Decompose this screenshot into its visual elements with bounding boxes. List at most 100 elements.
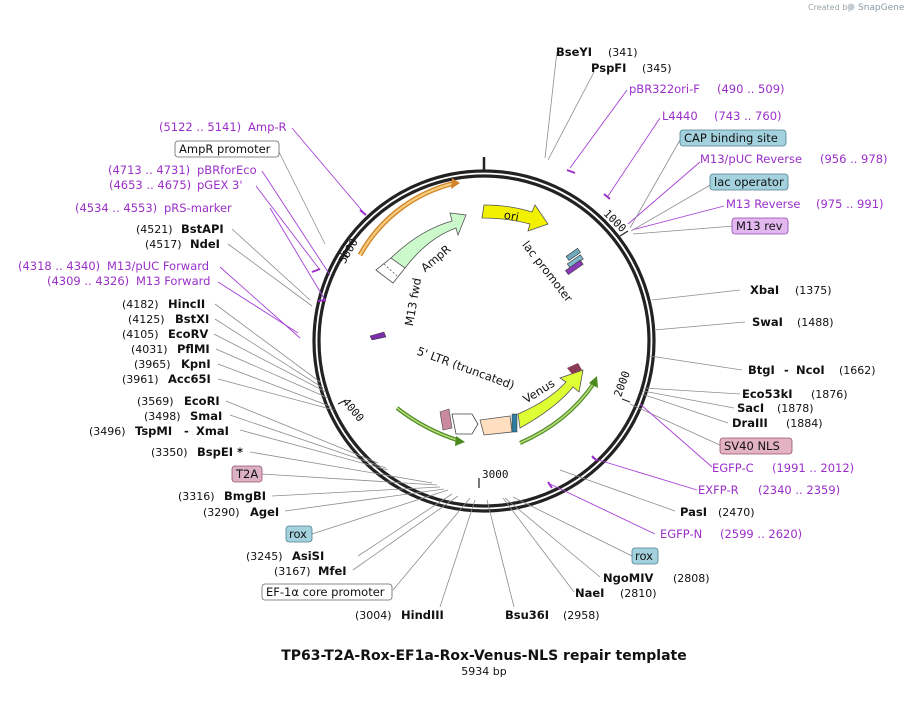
primer-pbr322ori-range: (490 .. 509) [717,82,785,96]
site-hindiii: HindIII [401,608,444,622]
site-btgi-pos: (1662) [839,364,876,377]
leader-cap [629,139,681,229]
box-sv40-label: SV40 NLS [724,439,780,453]
box-cap [679,129,787,147]
site-tspmi: TspMI [135,424,172,438]
leader-exfp-r [591,457,698,491]
map-length: 5934 bp [461,665,506,678]
primer-amp-r-range: (5122 .. 5141) [159,120,241,134]
leader-bstxi [214,318,324,389]
primer-mark-pbr322ori [566,169,576,174]
box-ef1a-label: EF-1α core promoter [266,585,385,599]
site-pspfi-pos: (345) [642,62,672,75]
tick-label-4000: 4000 [340,396,367,425]
site-ngomiv: NgoMIV [603,571,653,585]
tick-2000 [621,398,631,403]
leader-draiii [641,393,729,424]
primer-amp-r: Amp-R [248,120,287,134]
box-t2a-label: T2A [235,467,258,481]
primer-m13-forward: M13 Forward [136,274,210,288]
site-acc65i-pos: (3961) [122,373,159,386]
leader-pspfi [547,71,595,161]
tick-4000 [337,399,347,405]
site-agei-pos: (3290) [203,506,240,519]
leader-pflmi [215,348,329,399]
leader-pasi [559,469,676,512]
site-mfei: MfeI [318,564,347,578]
site-agei: AgeI [250,505,279,519]
ampr-promoter-divider [383,263,398,277]
leader-pgex3 [255,185,321,271]
site-bmgbi: BmgBI [224,489,266,503]
box-ampr-promoter-label: AmpR promoter [179,142,271,156]
site-bseyi-pos: (341) [608,46,638,59]
box-ef1a [261,583,393,601]
site-ngomiv-pos: (2808) [673,572,710,585]
snapgene-logo-icon [847,3,855,11]
primer-mark-l4440 [603,193,611,200]
leader-prs-marker [269,207,326,301]
green-arc-right-inner [519,382,595,444]
green-arc-left-arrowhead [455,436,465,446]
ori-label: ori [503,208,520,224]
site-bstxi-pos: (4125) [128,313,165,326]
ori-feature[interactable] [481,204,549,232]
ef1a-promoter-feature[interactable] [451,413,479,435]
box-ampr-promoter [174,140,280,158]
site-ndei: NdeI [190,237,220,251]
site-acc65i: Acc65I [168,372,211,386]
site-hindiii-pos: (3004) [355,609,392,622]
site-ecori-pos: (3569) [137,395,174,408]
primer-m13puc-rev: M13/pUC Reverse [700,152,802,166]
site-xbai-pos: (1375) [795,284,832,297]
primer-prs-marker: pRS-marker [164,201,232,215]
site-asisi-pos: (3245) [246,550,283,563]
site-saci-pos: (1878) [777,402,814,415]
site-draiii-pos: (1884) [786,417,823,430]
site-mfei-pos: (3167) [274,565,311,578]
site-ecorv-pos: (4105) [122,328,159,341]
site-xmai: XmaI [196,424,229,438]
site-bstapi-pos: (4521) [136,223,173,236]
site-naei: NaeI [575,586,604,600]
primer-egfp-c: EGFP-C [712,461,754,475]
site-xbai: XbaI [750,283,779,297]
site-asisi: AsiSI [292,549,324,563]
leader-saci [642,390,735,409]
site-pasi: PasI [680,505,707,519]
site-ecori: EcoRI [184,394,220,408]
leader-asisi [357,493,453,557]
site-pflmi-pos: (4031) [131,343,168,356]
leader-agei [284,488,445,512]
site-kpni-pos: (3965) [134,358,171,371]
leader-smai [229,414,387,469]
venus-feature[interactable] [517,369,584,429]
primer-m13puc-rev-range: (956 .. 978) [820,152,888,166]
leader-bmgbi [271,486,441,497]
site-saci: SacI [737,401,764,415]
leader-lacop [630,183,713,232]
site-pasi-pos: (2470) [718,506,755,519]
site-hincii-pos: (4182) [122,298,159,311]
ltr-feature[interactable] [479,415,513,436]
leader-bsu36i [486,499,515,608]
site-tspmi-pos: (3496) [89,425,126,438]
site-naei-pos: (2810) [620,587,657,600]
backbone-outer [312,169,656,513]
primer-mark-pgex [311,268,321,273]
cap-site-mark [565,247,581,261]
watermark-brand: SnapGene [858,3,905,13]
site-bsu36i: Bsu36I [505,608,549,622]
leader-egfp-c [639,403,713,468]
leader-swai [653,321,746,331]
m13-rev-mark [565,259,584,276]
map-title: TP63-T2A-Rox-EF1a-Rox-Venus-NLS repair t… [281,648,686,664]
primer-egfp-n: EGFP-N [660,527,702,541]
leader-ndei [227,243,313,307]
site-pspfi: PspFI [591,61,626,75]
primer-m13-reverse-range: (975 .. 991) [816,197,884,211]
leader-ef1a [392,497,471,591]
leader-amp-r [291,127,365,214]
leader-rox1 [311,489,449,535]
